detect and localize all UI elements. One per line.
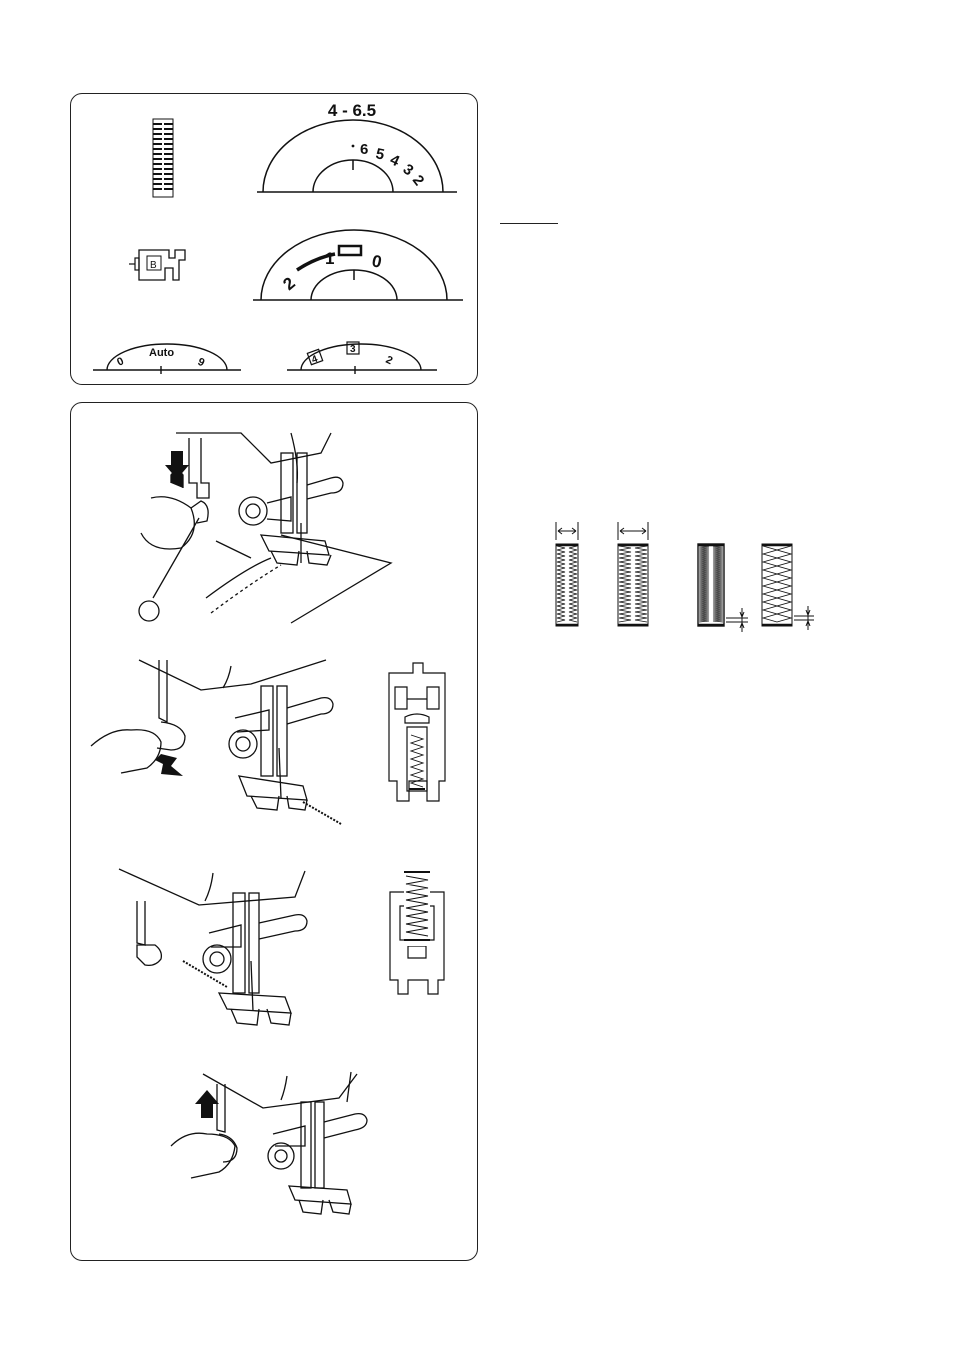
stitch-length-dial: 2 1 0 <box>253 226 463 306</box>
foot-letter-label: B <box>150 260 157 271</box>
buttonhole-pattern-icon <box>151 118 175 198</box>
width-dial-number-3: 3 <box>400 161 417 180</box>
tension-dial-auto-label: Auto <box>149 347 174 359</box>
heading-underline <box>500 223 558 224</box>
tension-dial-number-0: 0 <box>115 355 126 368</box>
step4-raise-lever-illustration <box>167 1068 387 1218</box>
tension-dial: Auto 0 9 <box>93 338 243 374</box>
buttonhole-variations-diagram <box>550 522 820 632</box>
stitch-width-dial: 4 - 6.5 6 5 4 3 2 <box>257 98 457 198</box>
width-dial-number-5: 5 <box>374 145 386 163</box>
tension-dial-number-9: 9 <box>196 356 207 369</box>
width-dial-number-6: 6 <box>360 141 368 158</box>
steps-panel <box>70 402 478 1261</box>
length-dial-number-1: 1 <box>325 249 334 268</box>
foot-diagram-finish <box>386 870 456 1000</box>
width-dial-number-2: 2 <box>409 172 428 189</box>
length-dial-number-2: 2 <box>279 273 298 294</box>
width-dial-number-4: 4 <box>387 151 402 170</box>
settings-panel: 4 - 6.5 6 5 4 3 2 B 2 1 0 Auto 0 <box>70 93 478 385</box>
pressure-dial-number-3: 3 <box>350 344 356 355</box>
step1-lower-lever-illustration <box>131 423 461 623</box>
pressure-dial-number-2: 2 <box>384 354 395 367</box>
foot-diagram-start <box>383 661 453 811</box>
buttonhole-foot-icon: B <box>129 246 199 286</box>
step3-sew-buttonhole-illustration <box>115 865 345 1040</box>
stitch-width-range-label: 4 - 6.5 <box>328 101 376 120</box>
pressure-dial: 4 3 2 <box>285 338 445 374</box>
step2-pull-lever-illustration <box>91 658 381 838</box>
length-dial-number-0: 0 <box>370 251 383 272</box>
